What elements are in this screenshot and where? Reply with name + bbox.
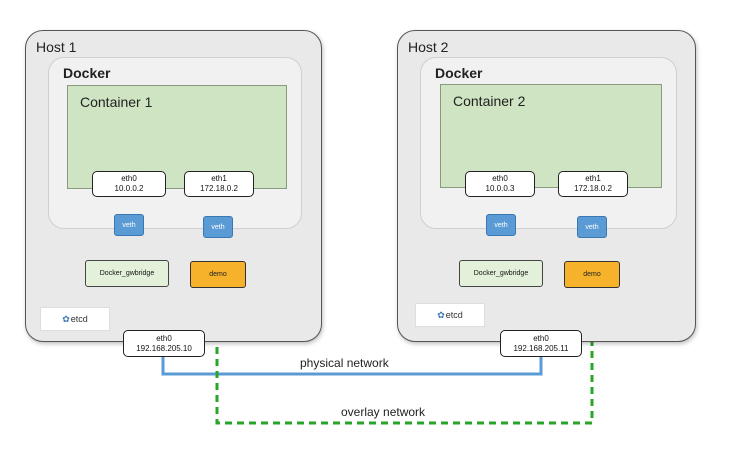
overlay-network-link	[215, 287, 594, 425]
etcd-label: etcd	[70, 314, 88, 324]
iface-ip: 172.18.0.2	[200, 184, 238, 193]
host-1-title: Host 1	[36, 39, 77, 55]
host-1-veth-right: veth	[203, 216, 233, 238]
iface-ip: 10.0.0.2	[114, 184, 144, 193]
host-2-title: Host 2	[408, 39, 449, 55]
host-1-veth-left: veth	[114, 214, 144, 236]
iface-name: eth0	[533, 333, 549, 343]
iface-ip: 192.168.205.10	[136, 343, 192, 353]
physical-network-label: physical network	[300, 356, 389, 370]
iface-name: eth0	[121, 174, 137, 183]
iface-ip: 172.18.0.2	[574, 184, 612, 193]
physical-network-link	[161, 356, 543, 376]
etcd-label: etcd	[445, 310, 463, 320]
host-1-docker-gwbridge: Docker_gwbridge	[85, 260, 169, 287]
host-1-eth0: eth0 192.168.205.10	[123, 330, 205, 357]
etcd-icon: ✿	[62, 313, 70, 324]
host-2-eth0: eth0 192.168.205.11	[500, 330, 582, 357]
host-2-veth-left: veth	[486, 214, 516, 236]
iface-name: eth0	[492, 174, 508, 183]
etcd-icon: ✿	[437, 309, 445, 320]
host-1-docker-label: Docker	[63, 65, 111, 81]
iface-ip: 192.168.205.11	[513, 343, 569, 353]
container-2-eth1: eth1 172.18.0.2	[558, 171, 628, 197]
iface-name: eth1	[211, 174, 227, 183]
host-2-etcd: ✿ etcd	[415, 303, 485, 327]
host-2-veth-right: veth	[577, 216, 607, 238]
iface-ip: 10.0.0.3	[485, 184, 515, 193]
iface-name: eth0	[156, 333, 172, 343]
host-1-demo-network: demo	[190, 261, 246, 288]
container-1-eth0: eth0 10.0.0.2	[92, 171, 166, 197]
host-1-etcd: ✿ etcd	[40, 307, 110, 331]
container-2-eth0: eth0 10.0.0.3	[465, 171, 535, 197]
overlay-network-label: overlay network	[341, 405, 426, 419]
container-2-box: Container 2	[440, 84, 662, 188]
host-2-demo-network: demo	[564, 261, 620, 288]
iface-name: eth1	[585, 174, 601, 183]
host-2-docker-gwbridge: Docker_gwbridge	[459, 260, 543, 287]
container-2-label: Container 2	[453, 93, 526, 109]
host-2-docker-label: Docker	[435, 65, 483, 81]
container-1-eth1: eth1 172.18.0.2	[184, 171, 254, 197]
container-1-label: Container 1	[80, 94, 153, 110]
